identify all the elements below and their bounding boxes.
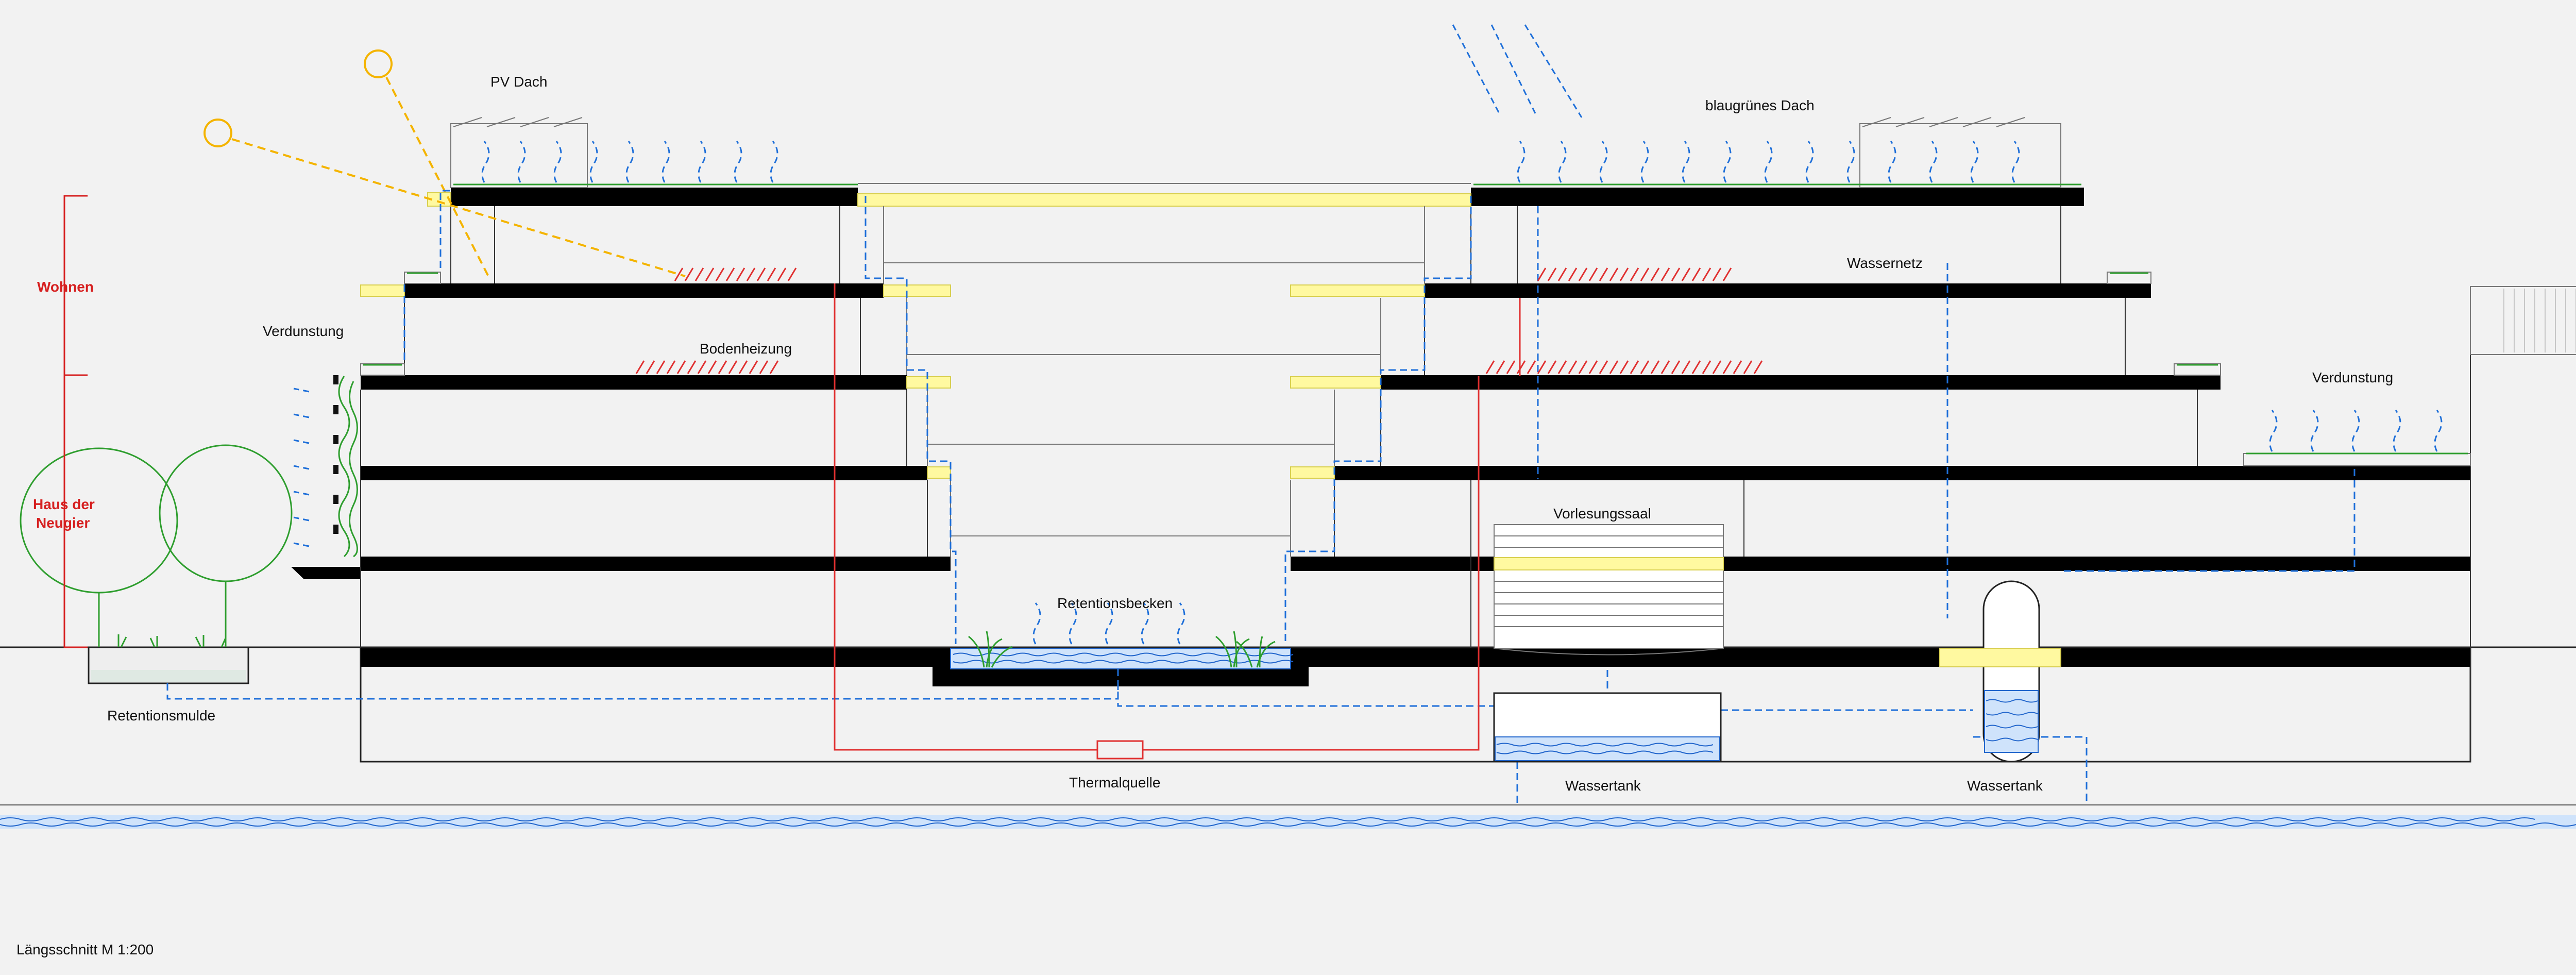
label-haus-der-neugier-1: Haus der bbox=[33, 496, 95, 512]
label-wohnen: Wohnen bbox=[37, 279, 94, 295]
label-wassertank-1: Wassertank bbox=[1565, 778, 1641, 794]
label-wassertank-2: Wassertank bbox=[1967, 778, 2043, 794]
neighbour-facade-hatch bbox=[2503, 289, 2576, 352]
right-building bbox=[1291, 117, 2576, 762]
label-verdunstung-left: Verdunstung bbox=[263, 323, 344, 339]
retention-basin bbox=[933, 631, 1309, 686]
label-thermalquelle: Thermalquelle bbox=[1069, 775, 1160, 791]
slab bbox=[1425, 283, 2151, 298]
slab bbox=[1291, 557, 2470, 571]
drawing-title: Längsschnitt M 1:200 bbox=[16, 942, 154, 957]
slab bbox=[361, 557, 951, 571]
trees bbox=[20, 444, 293, 647]
water-tank-1 bbox=[1493, 692, 1722, 763]
slab bbox=[361, 466, 927, 480]
slab bbox=[1471, 188, 2084, 206]
label-blaugruenes-dach: blaugrünes Dach bbox=[1705, 97, 1815, 113]
water-tank-2 bbox=[1939, 580, 2061, 763]
evaporation-marks bbox=[293, 141, 2443, 645]
label-retentionsmulde: Retentionsmulde bbox=[107, 708, 215, 724]
label-verdunstung-right: Verdunstung bbox=[2312, 369, 2393, 385]
slab bbox=[404, 283, 884, 298]
lecture-hall bbox=[1494, 524, 1724, 655]
slab bbox=[1334, 466, 2470, 480]
roof-vegetation bbox=[363, 183, 2468, 455]
green-facade bbox=[333, 375, 358, 558]
left-building bbox=[291, 117, 951, 667]
label-vorlesungssaal: Vorlesungssaal bbox=[1553, 506, 1651, 522]
slab bbox=[2061, 648, 2470, 667]
label-retentionsbecken: Retentionsbecken bbox=[1057, 595, 1173, 611]
sun-diagram bbox=[204, 49, 686, 279]
pv-roof-frame bbox=[450, 123, 588, 188]
label-pv-dach: PV Dach bbox=[490, 74, 548, 90]
pv-glass-band bbox=[857, 193, 1471, 207]
atrium bbox=[360, 183, 1471, 557]
function-brackets bbox=[63, 195, 88, 648]
slab bbox=[1381, 375, 2221, 390]
neighbour-facade bbox=[2470, 286, 2576, 355]
rain-lines bbox=[1452, 24, 1583, 118]
retention-swale bbox=[88, 634, 1119, 700]
label-haus-der-neugier-2: Neugier bbox=[36, 515, 90, 531]
slab bbox=[361, 648, 933, 667]
slab bbox=[1309, 648, 1940, 667]
drainage-pipes bbox=[403, 190, 2355, 804]
sun-icon bbox=[364, 49, 393, 78]
floor-heating bbox=[635, 267, 1763, 760]
sun-icon bbox=[204, 119, 232, 147]
slab bbox=[361, 375, 907, 390]
entrance-canopy bbox=[291, 567, 361, 579]
slab bbox=[451, 188, 858, 206]
groundwater-band bbox=[0, 815, 2576, 829]
label-bodenheizung: Bodenheizung bbox=[700, 341, 792, 357]
label-wassernetz: Wassernetz bbox=[1847, 255, 1923, 271]
